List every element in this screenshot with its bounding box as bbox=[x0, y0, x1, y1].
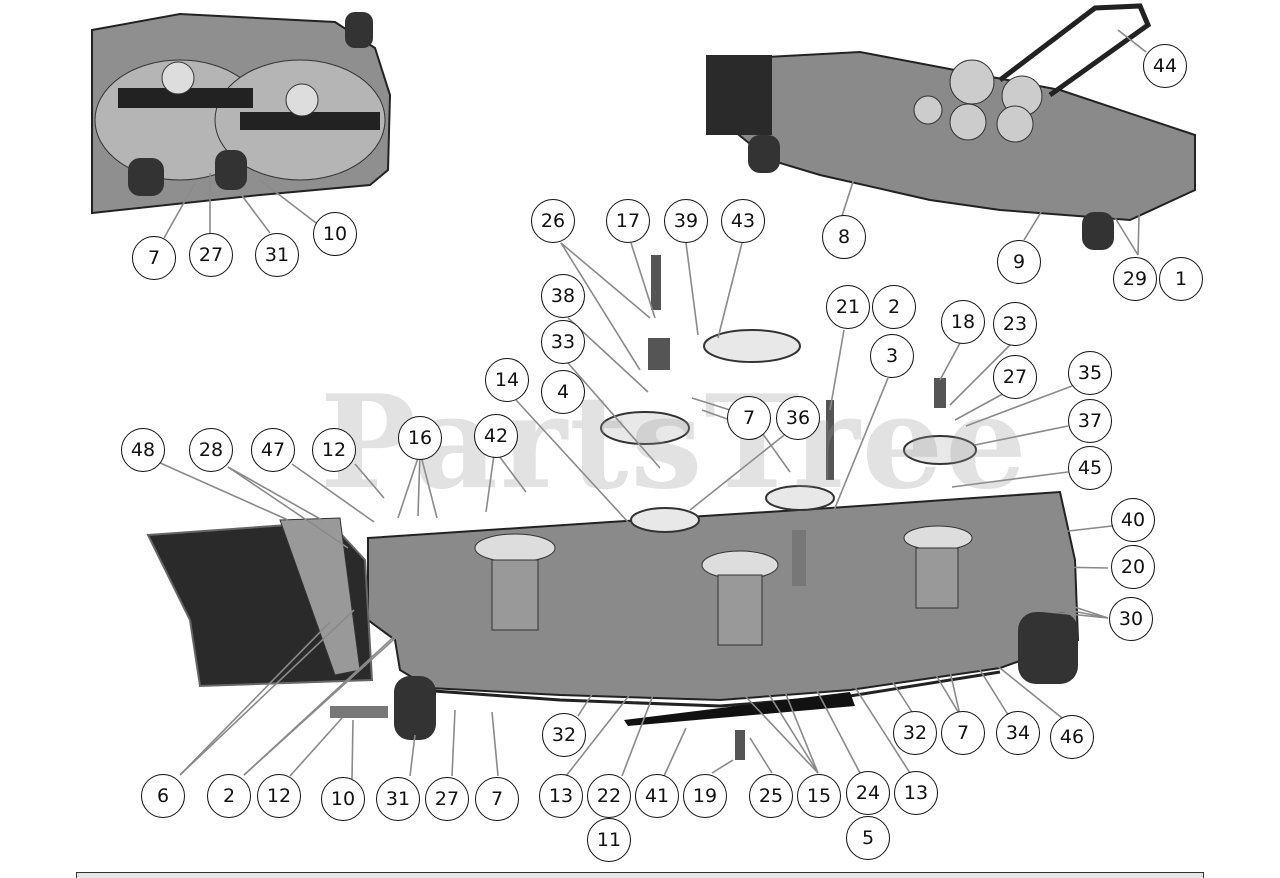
callout-10[interactable]: 10 bbox=[321, 777, 365, 821]
callout-19[interactable]: 19 bbox=[683, 774, 727, 818]
callout-45[interactable]: 45 bbox=[1068, 446, 1112, 490]
callout-35[interactable]: 35 bbox=[1068, 351, 1112, 395]
callout-27[interactable]: 27 bbox=[189, 233, 233, 277]
callout-3[interactable]: 3 bbox=[870, 334, 914, 378]
callout-36[interactable]: 36 bbox=[776, 396, 820, 440]
callout-47[interactable]: 47 bbox=[251, 428, 295, 472]
callout-38[interactable]: 38 bbox=[541, 274, 585, 318]
callout-32[interactable]: 32 bbox=[893, 711, 937, 755]
callout-32[interactable]: 32 bbox=[542, 713, 586, 757]
callout-48[interactable]: 48 bbox=[121, 428, 165, 472]
leader-lines bbox=[157, 29, 1147, 780]
main-deck bbox=[146, 490, 1080, 740]
callout-46[interactable]: 46 bbox=[1050, 715, 1094, 759]
callout-7[interactable]: 7 bbox=[727, 396, 771, 440]
callout-42[interactable]: 42 bbox=[474, 414, 518, 458]
callout-41[interactable]: 41 bbox=[635, 774, 679, 818]
callout-8[interactable]: 8 bbox=[822, 215, 866, 259]
callout-1[interactable]: 1 bbox=[1159, 257, 1203, 301]
callout-39[interactable]: 39 bbox=[664, 199, 708, 243]
callout-5[interactable]: 5 bbox=[846, 816, 890, 860]
callout-7[interactable]: 7 bbox=[132, 236, 176, 280]
callout-37[interactable]: 37 bbox=[1068, 399, 1112, 443]
callout-4[interactable]: 4 bbox=[541, 370, 585, 414]
callout-16[interactable]: 16 bbox=[398, 416, 442, 460]
callout-23[interactable]: 23 bbox=[993, 302, 1037, 346]
callout-2[interactable]: 2 bbox=[872, 285, 916, 329]
callout-18[interactable]: 18 bbox=[941, 300, 985, 344]
callout-25[interactable]: 25 bbox=[749, 774, 793, 818]
callout-27[interactable]: 27 bbox=[425, 777, 469, 821]
callout-24[interactable]: 24 bbox=[846, 771, 890, 815]
underside-inset bbox=[91, 12, 392, 215]
footer-bar bbox=[76, 872, 1204, 878]
callout-43[interactable]: 43 bbox=[721, 199, 765, 243]
callout-28[interactable]: 28 bbox=[189, 428, 233, 472]
pulleys bbox=[330, 255, 977, 760]
callout-14[interactable]: 14 bbox=[485, 358, 529, 402]
callout-7[interactable]: 7 bbox=[475, 777, 519, 821]
callout-2[interactable]: 2 bbox=[207, 774, 251, 818]
callout-26[interactable]: 26 bbox=[531, 199, 575, 243]
callout-44[interactable]: 44 bbox=[1143, 44, 1187, 88]
callout-30[interactable]: 30 bbox=[1109, 597, 1153, 641]
callout-21[interactable]: 21 bbox=[826, 285, 870, 329]
callout-31[interactable]: 31 bbox=[376, 777, 420, 821]
callout-33[interactable]: 33 bbox=[541, 320, 585, 364]
callout-15[interactable]: 15 bbox=[797, 774, 841, 818]
callout-12[interactable]: 12 bbox=[257, 774, 301, 818]
callout-13[interactable]: 13 bbox=[539, 774, 583, 818]
callout-10[interactable]: 10 bbox=[313, 212, 357, 256]
callout-20[interactable]: 20 bbox=[1111, 545, 1155, 589]
callout-13[interactable]: 13 bbox=[894, 771, 938, 815]
callout-7[interactable]: 7 bbox=[941, 711, 985, 755]
callout-27[interactable]: 27 bbox=[993, 355, 1037, 399]
callout-31[interactable]: 31 bbox=[255, 233, 299, 277]
callout-22[interactable]: 22 bbox=[587, 774, 631, 818]
callout-6[interactable]: 6 bbox=[141, 774, 185, 818]
callout-9[interactable]: 9 bbox=[997, 240, 1041, 284]
callout-11[interactable]: 11 bbox=[587, 818, 631, 862]
deck-top-inset bbox=[706, 3, 1196, 250]
callout-29[interactable]: 29 bbox=[1113, 257, 1157, 301]
callout-17[interactable]: 17 bbox=[606, 199, 650, 243]
callout-12[interactable]: 12 bbox=[312, 428, 356, 472]
callout-40[interactable]: 40 bbox=[1111, 498, 1155, 542]
callout-34[interactable]: 34 bbox=[996, 711, 1040, 755]
